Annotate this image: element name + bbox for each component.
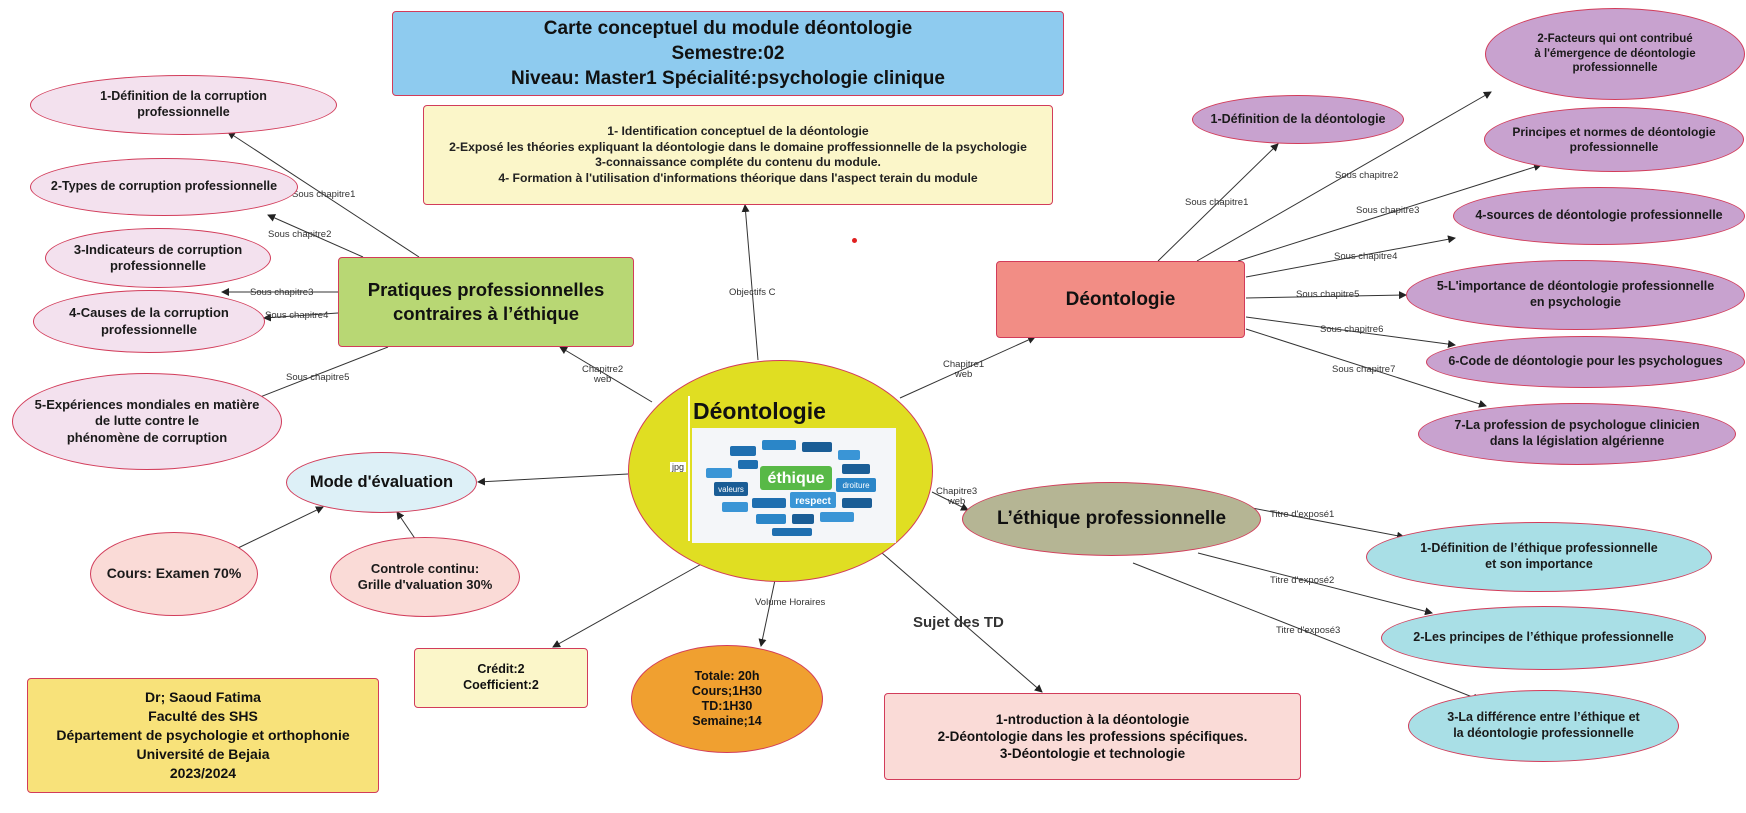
ethics-item-2: 2-Les principes de l’éthique professionn… — [1381, 606, 1706, 670]
exam-node: Cours: Examen 70% — [90, 532, 258, 616]
connector-practice-2 — [267, 214, 364, 258]
ethics-word-cloud-icon: éthique valeurs droiture respect — [706, 440, 876, 536]
practice-item-2: 2-Types de corruption professionnelle — [30, 158, 298, 216]
label-sc1-right: Sous chapitre1 — [1185, 197, 1249, 208]
objective-2: 2-Exposé les théories expliquant la déon… — [449, 139, 1027, 154]
connector-deonto-3 — [1237, 163, 1542, 262]
deontology-node: Déontologie — [996, 261, 1245, 338]
label-te2: Titre d'exposé2 — [1270, 575, 1335, 586]
label-sc5-right: Sous chapitre5 — [1296, 289, 1360, 300]
ethics-item-3: 3-La différence entre l’éthique et la dé… — [1408, 690, 1679, 762]
connector-exam — [237, 506, 324, 549]
connector-practice-1 — [227, 131, 420, 258]
connector-ethics-3 — [1132, 562, 1481, 702]
connector-chapitre2 — [559, 346, 653, 403]
objective-4: 4- Formation à l'utilisation d'informati… — [498, 170, 978, 185]
svg-text:droiture: droiture — [842, 481, 870, 490]
svg-text:valeurs: valeurs — [718, 485, 744, 494]
deontology-item-3: Principes et normes de déontologie profe… — [1484, 107, 1744, 172]
practice-item-4: 4-Causes de la corruption professionnell… — [33, 290, 265, 353]
label-sc3-right: Sous chapitre3 — [1356, 205, 1420, 216]
ethics-word-cloud-image: éthique valeurs droiture respect — [692, 428, 896, 543]
connector-deonto-1 — [1157, 143, 1279, 262]
label-sc2-right: Sous chapitre2 — [1335, 170, 1399, 181]
td-title: Sujet des TD — [913, 614, 1004, 631]
evaluation-node: Mode d'évaluation — [286, 452, 477, 513]
label-sc1-left: Sous chapitre1 — [292, 189, 356, 200]
connector-objectives — [741, 204, 759, 361]
connector-deonto-6 — [1245, 316, 1456, 349]
objective-1: 1- Identification conceptuel de la déont… — [607, 124, 869, 138]
header-level: Niveau: Master1 Spécialité:psychologie c… — [511, 68, 945, 89]
deontology-item-7: 7-La profession de psychologue clinicien… — [1418, 403, 1736, 465]
deontology-item-1: 1-Définition de la déontologie — [1192, 95, 1404, 144]
practice-item-5: 5-Expériences mondiales en matière de lu… — [12, 373, 282, 470]
objectives-box: 1- Identification conceptuel de la déont… — [423, 105, 1053, 205]
deontology-item-5: 5-L'importance de déontologie profession… — [1406, 260, 1745, 330]
label-sc7-right: Sous chapitre7 — [1332, 364, 1396, 375]
label-te3: Titre d'exposé3 — [1276, 625, 1341, 636]
connector-deonto-5 — [1245, 291, 1407, 300]
connector-volume — [758, 579, 776, 647]
deontology-item-6: 6-Code de déontologie pour les psycholog… — [1426, 336, 1745, 388]
label-sc6-right: Sous chapitre6 — [1320, 324, 1384, 335]
connector-deonto-7 — [1245, 328, 1487, 408]
header-semester: Semestre:02 — [671, 43, 785, 64]
connector-practice-4 — [263, 312, 339, 322]
connector-ethics-2 — [1197, 552, 1433, 616]
td-box: 1-ntroduction à la déontologie 2-Déontol… — [884, 693, 1301, 780]
connector-td — [881, 552, 1043, 693]
svg-text:éthique: éthique — [768, 470, 825, 487]
jpg-tag: jpg — [670, 462, 687, 472]
label-volume: Volume Horaires — [755, 597, 826, 608]
connector-evaluation — [477, 473, 629, 486]
continuous-node: Controle continu: Grille d'valuation 30% — [330, 537, 520, 617]
connector-deonto-4 — [1245, 235, 1456, 278]
header-box: Carte conceptuel du module déontologie S… — [392, 11, 1064, 96]
deontology-item-2: 2-Facteurs qui ont contribué à l'émergen… — [1485, 8, 1745, 100]
connector-chapitre1 — [899, 336, 1036, 399]
center-divider — [688, 396, 690, 541]
deontology-item-4: 4-sources de déontologie professionnelle — [1453, 187, 1745, 245]
header-title: Carte conceptuel du module déontologie — [543, 18, 913, 39]
practice-item-1: 1-Définition de la corruption profession… — [30, 75, 337, 135]
red-dot — [852, 238, 857, 243]
practice-item-3: 3-Indicateurs de corruption professionne… — [45, 228, 271, 288]
label-objectifs: Objectifs C — [729, 287, 776, 298]
practices-node: Pratiques professionnelles contraires à … — [338, 257, 634, 347]
center-title: Déontologie — [693, 398, 826, 424]
label-sc3-left: Sous chapitre3 — [250, 287, 314, 298]
label-sc4-left: Sous chapitre4 — [265, 310, 329, 321]
credit-box: Crédit:2 Coefficient:2 — [414, 648, 588, 708]
label-chapitre1: Chapitre1 web — [943, 359, 985, 380]
svg-text:respect: respect — [795, 496, 831, 507]
label-sc5-left: Sous chapitre5 — [286, 372, 350, 383]
volume-node: Totale: 20h Cours;1H30 TD:1H30 Semaine;1… — [631, 645, 823, 753]
ethics-item-1: 1-Définition de l’éthique professionnell… — [1366, 522, 1712, 592]
connector-deonto-2 — [1196, 91, 1492, 262]
objective-3: 3-connaissance compléte du contenu du mo… — [595, 155, 881, 169]
connector-credit — [552, 561, 706, 648]
connector-ethics-1 — [1251, 507, 1405, 540]
connector-chapitre3 — [931, 491, 969, 511]
ethics-node: L’éthique professionnelle — [962, 482, 1261, 556]
label-chapitre3: Chapitre3 web — [936, 486, 978, 507]
label-sc4-right: Sous chapitre4 — [1334, 251, 1398, 262]
label-te1: Titre d'exposé1 — [1270, 509, 1335, 520]
label-chapitre2: Chapitre2 web — [582, 364, 624, 385]
author-box: Dr; Saoud Fatima Faculté des SHS Départe… — [27, 678, 379, 793]
label-sc2-left: Sous chapitre2 — [268, 229, 332, 240]
